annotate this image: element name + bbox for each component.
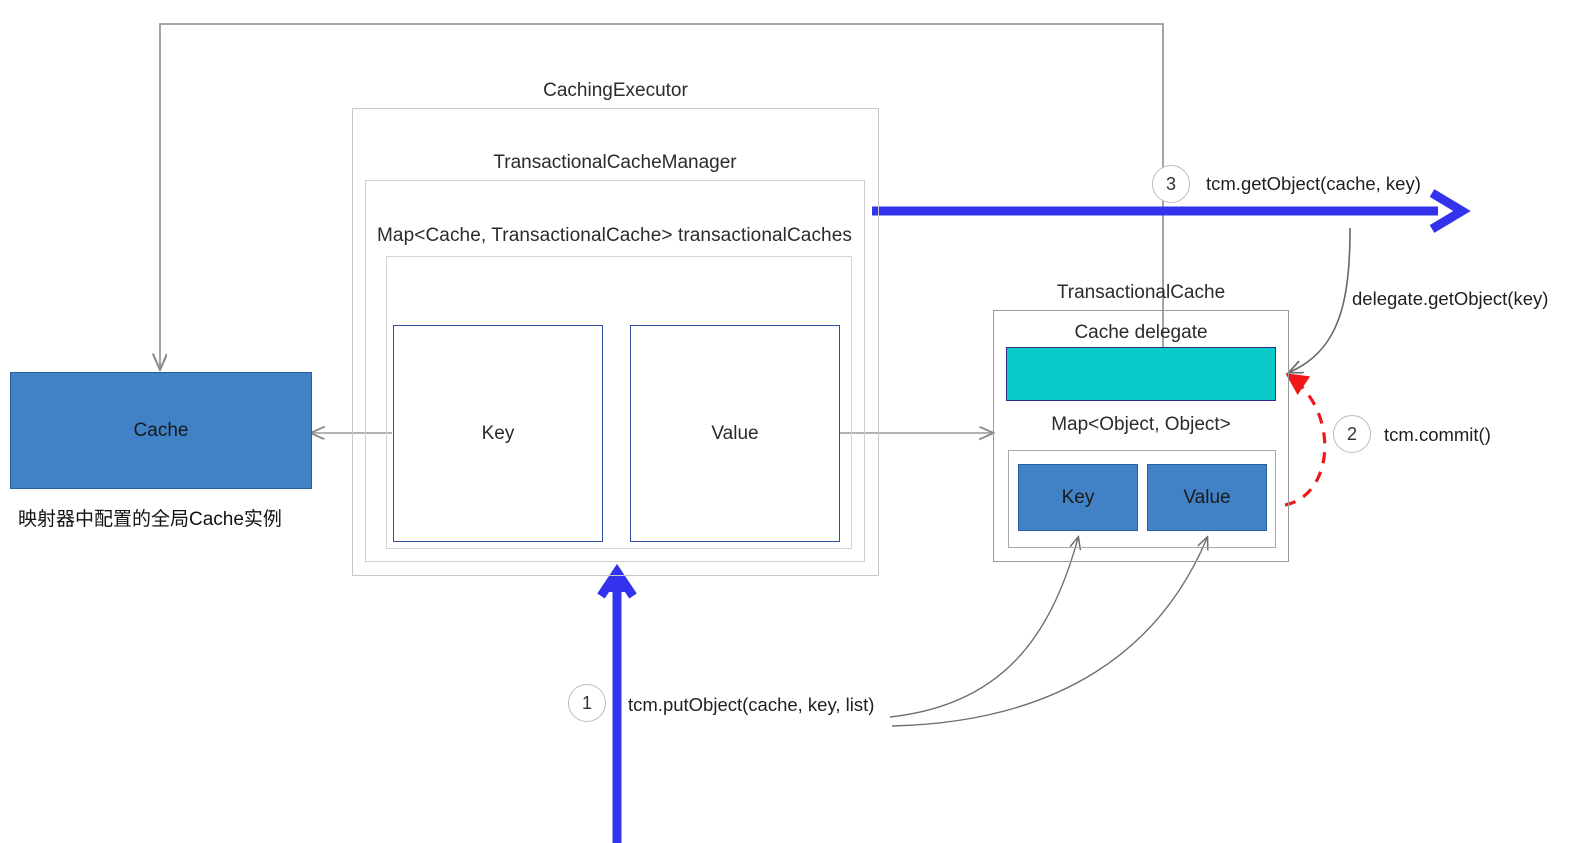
step-2-label: tcm.commit() — [1384, 424, 1491, 445]
tc-key-label: Key — [1061, 486, 1095, 508]
transactional-cache-frame — [993, 310, 1289, 562]
tcm-key-label: Key — [481, 422, 515, 444]
tcm-value-box: Value — [630, 325, 840, 542]
tc-key-box: Key — [1018, 464, 1138, 531]
tcm-title: TransactionalCacheManager — [493, 152, 737, 173]
tc-value-label: Value — [1183, 486, 1231, 508]
edge-put-to-tc-key — [889, 538, 1078, 718]
delegate-call-label: delegate.getObject(key) — [1352, 288, 1549, 309]
tc-map-label: Map<Object, Object> — [1051, 414, 1231, 435]
step-3-label: tcm.getObject(cache, key) — [1206, 173, 1421, 194]
tcm-frame — [365, 180, 865, 562]
step-2-badge: 2 — [1333, 415, 1371, 453]
step-1-badge: 1 — [568, 684, 606, 722]
tcm-key-box: Key — [393, 325, 603, 542]
tcm-map-frame — [386, 256, 852, 549]
global-cache-note: 映射器中配置的全局Cache实例 — [18, 509, 282, 530]
tcm-map-label: Map<Cache, TransactionalCache> transacti… — [377, 225, 852, 246]
edge-delegate-get-object — [1290, 227, 1351, 372]
step-3-badge: 3 — [1152, 165, 1190, 203]
global-cache-label: Cache — [133, 419, 189, 441]
tcm-value-label: Value — [711, 422, 759, 444]
caching-executor-frame — [352, 108, 879, 576]
edge-put-to-tc-value — [891, 538, 1207, 727]
transactional-cache-title: TransactionalCache — [1056, 282, 1226, 303]
global-cache-box: Cache — [10, 372, 312, 489]
step-1-label: tcm.putObject(cache, key, list) — [628, 694, 875, 715]
edge-tcm-commit — [1284, 373, 1327, 507]
tc-map-frame — [1008, 450, 1276, 548]
caching-executor-title: CachingExecutor — [543, 80, 688, 101]
cache-delegate-box — [1006, 347, 1276, 401]
tc-value-box: Value — [1147, 464, 1267, 531]
cache-delegate-label: Cache delegate — [1074, 322, 1208, 343]
